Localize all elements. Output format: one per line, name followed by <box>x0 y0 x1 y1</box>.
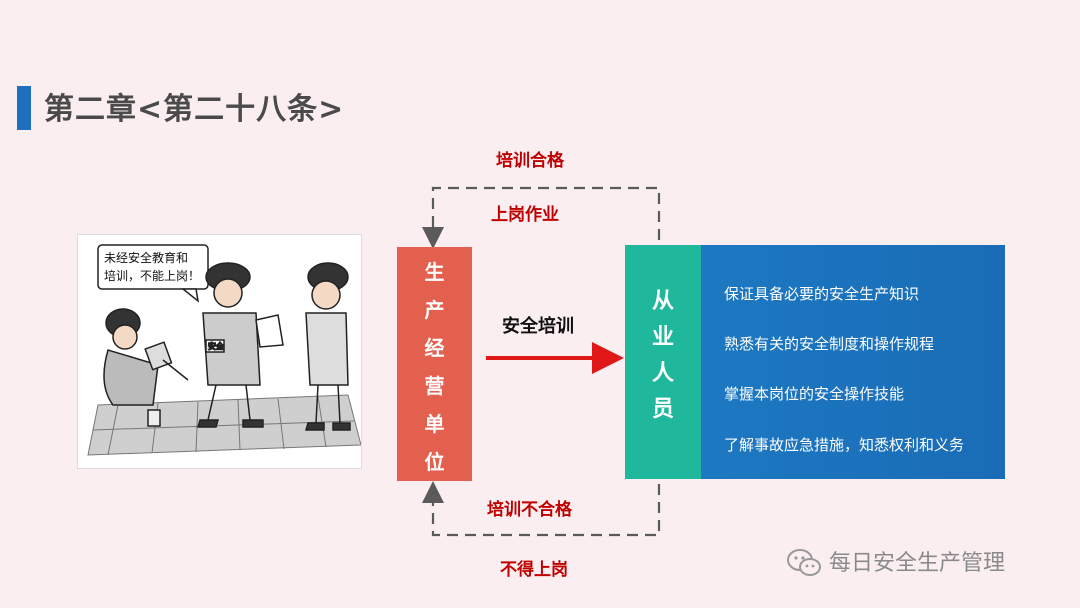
top-feedback-dashed-arrow <box>422 186 661 249</box>
org-char: 经 <box>424 336 445 360</box>
requirement-item: 掌握本岗位的安全操作技能 <box>724 385 905 403</box>
worker-char: 人 <box>651 361 674 386</box>
requirement-item: 了解事故应急措施，知悉权利和义务 <box>724 436 965 454</box>
org-char: 生 <box>424 260 445 284</box>
requirements-panel <box>701 245 1005 479</box>
label-take-post: 上岗作业 <box>491 205 559 225</box>
bottom-feedback-dashed-arrow <box>422 481 661 537</box>
org-char: 产 <box>424 298 445 322</box>
org-char: 位 <box>424 450 445 474</box>
label-no-post: 不得上岗 <box>500 560 568 580</box>
production-unit-box <box>397 247 472 481</box>
safety-cartoon-illustration: 未经安全教育和 培训，不能上岗！ 安全 <box>77 234 362 469</box>
speech-line-1: 未经安全教育和 <box>104 250 188 265</box>
requirement-item: 保证具备必要的安全生产知识 <box>724 285 920 303</box>
label-training-failed: 培训不合格 <box>487 500 572 520</box>
slide-title: 第二章<第二十八条> <box>44 92 345 127</box>
org-char: 营 <box>424 374 445 398</box>
speech-bubble: 未经安全教育和 培训，不能上岗！ <box>97 244 209 303</box>
cartoon-drawing: 未经安全教育和 培训，不能上岗！ 安全 <box>87 244 361 456</box>
employees-box <box>625 245 701 479</box>
worker-char: 业 <box>651 325 674 350</box>
armband-label: 安全 <box>208 341 224 351</box>
welder-figure <box>103 308 189 427</box>
worker-char: 从 <box>651 289 674 314</box>
speech-line-2: 培训，不能上岗！ <box>104 268 200 283</box>
production-unit-label: 生 产 经 营 单 位 <box>397 247 472 481</box>
title-accent-bar <box>17 86 31 130</box>
footer-brand: 每日安全生产管理 <box>829 551 1006 576</box>
label-safety-training: 安全培训 <box>502 316 574 337</box>
requirement-item: 熟悉有关的安全制度和操作规程 <box>724 335 935 353</box>
inspector-figure: 安全 <box>197 262 284 428</box>
employees-label: 从 业 人 员 <box>625 284 701 428</box>
wechat-icon <box>787 549 821 576</box>
worker-figure <box>305 262 351 431</box>
label-training-qualified: 培训合格 <box>496 151 564 171</box>
org-char: 单 <box>424 412 445 436</box>
worker-char: 员 <box>651 397 674 422</box>
